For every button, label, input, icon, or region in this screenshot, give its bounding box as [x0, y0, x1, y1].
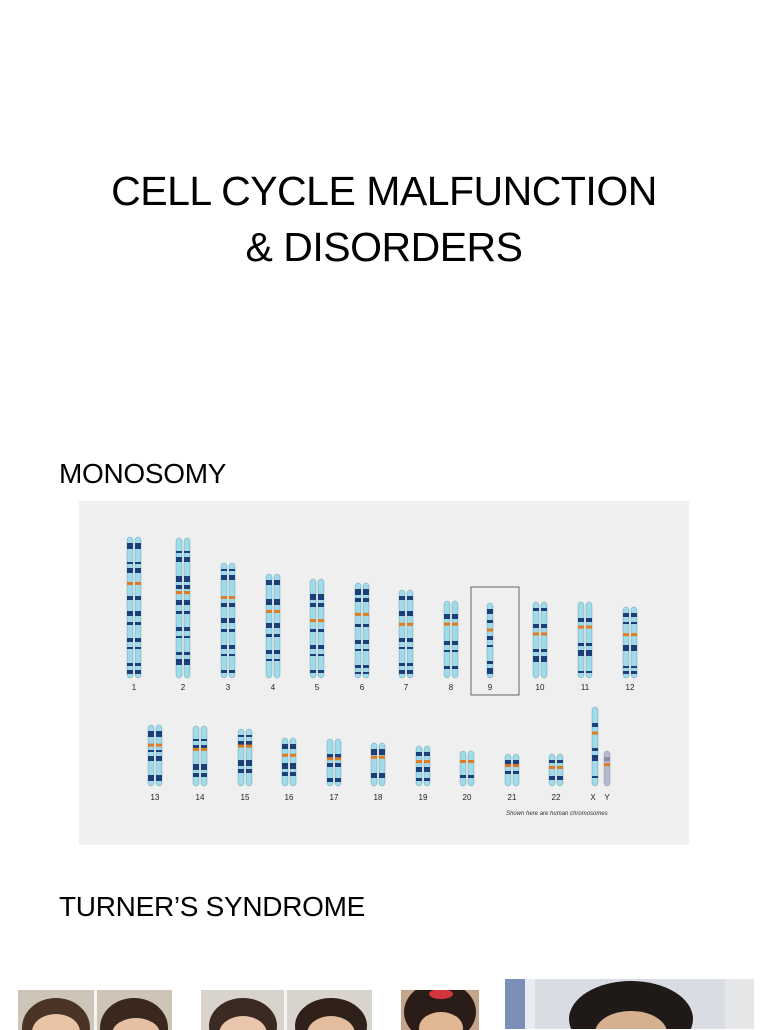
- chromosome-15: 15: [237, 728, 253, 802]
- photo-girl-3: [401, 990, 479, 1030]
- chromosome-18: 18: [370, 742, 386, 802]
- chromosome-label: Y: [604, 793, 610, 802]
- chromosome-14: 14: [192, 725, 208, 802]
- chromosome-label: 2: [181, 683, 186, 692]
- chromosome-label: 4: [271, 683, 276, 692]
- chromosome-label: 1: [132, 683, 137, 692]
- chromosome-21: 21: [504, 753, 520, 802]
- chromosome-19: 19: [415, 745, 431, 802]
- photo-girls-2: [201, 990, 372, 1030]
- chromosome-label: 10: [536, 683, 545, 692]
- chromosome-3: 3: [220, 562, 236, 692]
- chromosome-label: 3: [226, 683, 231, 692]
- chromosome-X: X: [590, 706, 599, 802]
- title-line-2: & DISORDERS: [245, 224, 524, 270]
- chromosome-label: 20: [463, 793, 472, 802]
- chromosome-label: 22: [552, 793, 561, 802]
- chromosome-2: 2: [175, 537, 191, 692]
- monosomy-heading: MONOSOMY: [59, 458, 227, 489]
- chromosome-22: 22: [548, 753, 564, 802]
- chromosome-7: 7: [398, 589, 414, 692]
- chromosome-label: 21: [508, 793, 517, 802]
- chromosome-label: 7: [404, 683, 409, 692]
- chromosome-label: 14: [196, 793, 205, 802]
- chromosome-11: 11: [577, 601, 593, 692]
- chromosome-6: 6: [354, 582, 370, 692]
- photo-girls-1: [18, 990, 172, 1030]
- chromosome-label: 18: [374, 793, 383, 802]
- chromosome-4: 4: [265, 573, 281, 692]
- chromosome-label: X: [590, 793, 596, 802]
- chromosome-label: 5: [315, 683, 320, 692]
- karyotype-caption: Shown here are human chromosomes: [506, 811, 608, 817]
- chromosome-16: 16: [281, 737, 297, 802]
- chromosome-8: 8: [443, 600, 459, 692]
- chromosome-label: 12: [626, 683, 635, 692]
- chromosome-label: 8: [449, 683, 454, 692]
- chromosome-label: 9: [488, 683, 493, 692]
- chromosome-12: 12: [622, 606, 638, 692]
- photo-girl-4: [505, 979, 754, 1029]
- slide-title: CELL CYCLE MALFUNCTION & DISORDERS: [0, 163, 768, 275]
- chromosome-label: 15: [241, 793, 250, 802]
- chromosome-label: 6: [360, 683, 365, 692]
- chromosome-1: 1: [126, 536, 142, 692]
- title-line-1: CELL CYCLE MALFUNCTION: [111, 168, 657, 214]
- chromosome-13: 13: [147, 724, 163, 802]
- chromosome-17: 17: [326, 738, 342, 802]
- chromosome-20: 20: [459, 750, 475, 802]
- chromosome-10: 10: [532, 601, 548, 692]
- chromosome-label: 17: [330, 793, 339, 802]
- chromosome-label: 11: [581, 683, 590, 692]
- chromosome-Y: Y: [603, 750, 610, 802]
- chromosome-label: 16: [285, 793, 294, 802]
- turner-heading: TURNER’S SYNDROME: [59, 891, 366, 922]
- chromosome-label: 19: [419, 793, 428, 802]
- chromosome-5: 5: [309, 578, 325, 692]
- chromosome-9: 9: [470, 586, 520, 696]
- chromosome-label: 13: [151, 793, 160, 802]
